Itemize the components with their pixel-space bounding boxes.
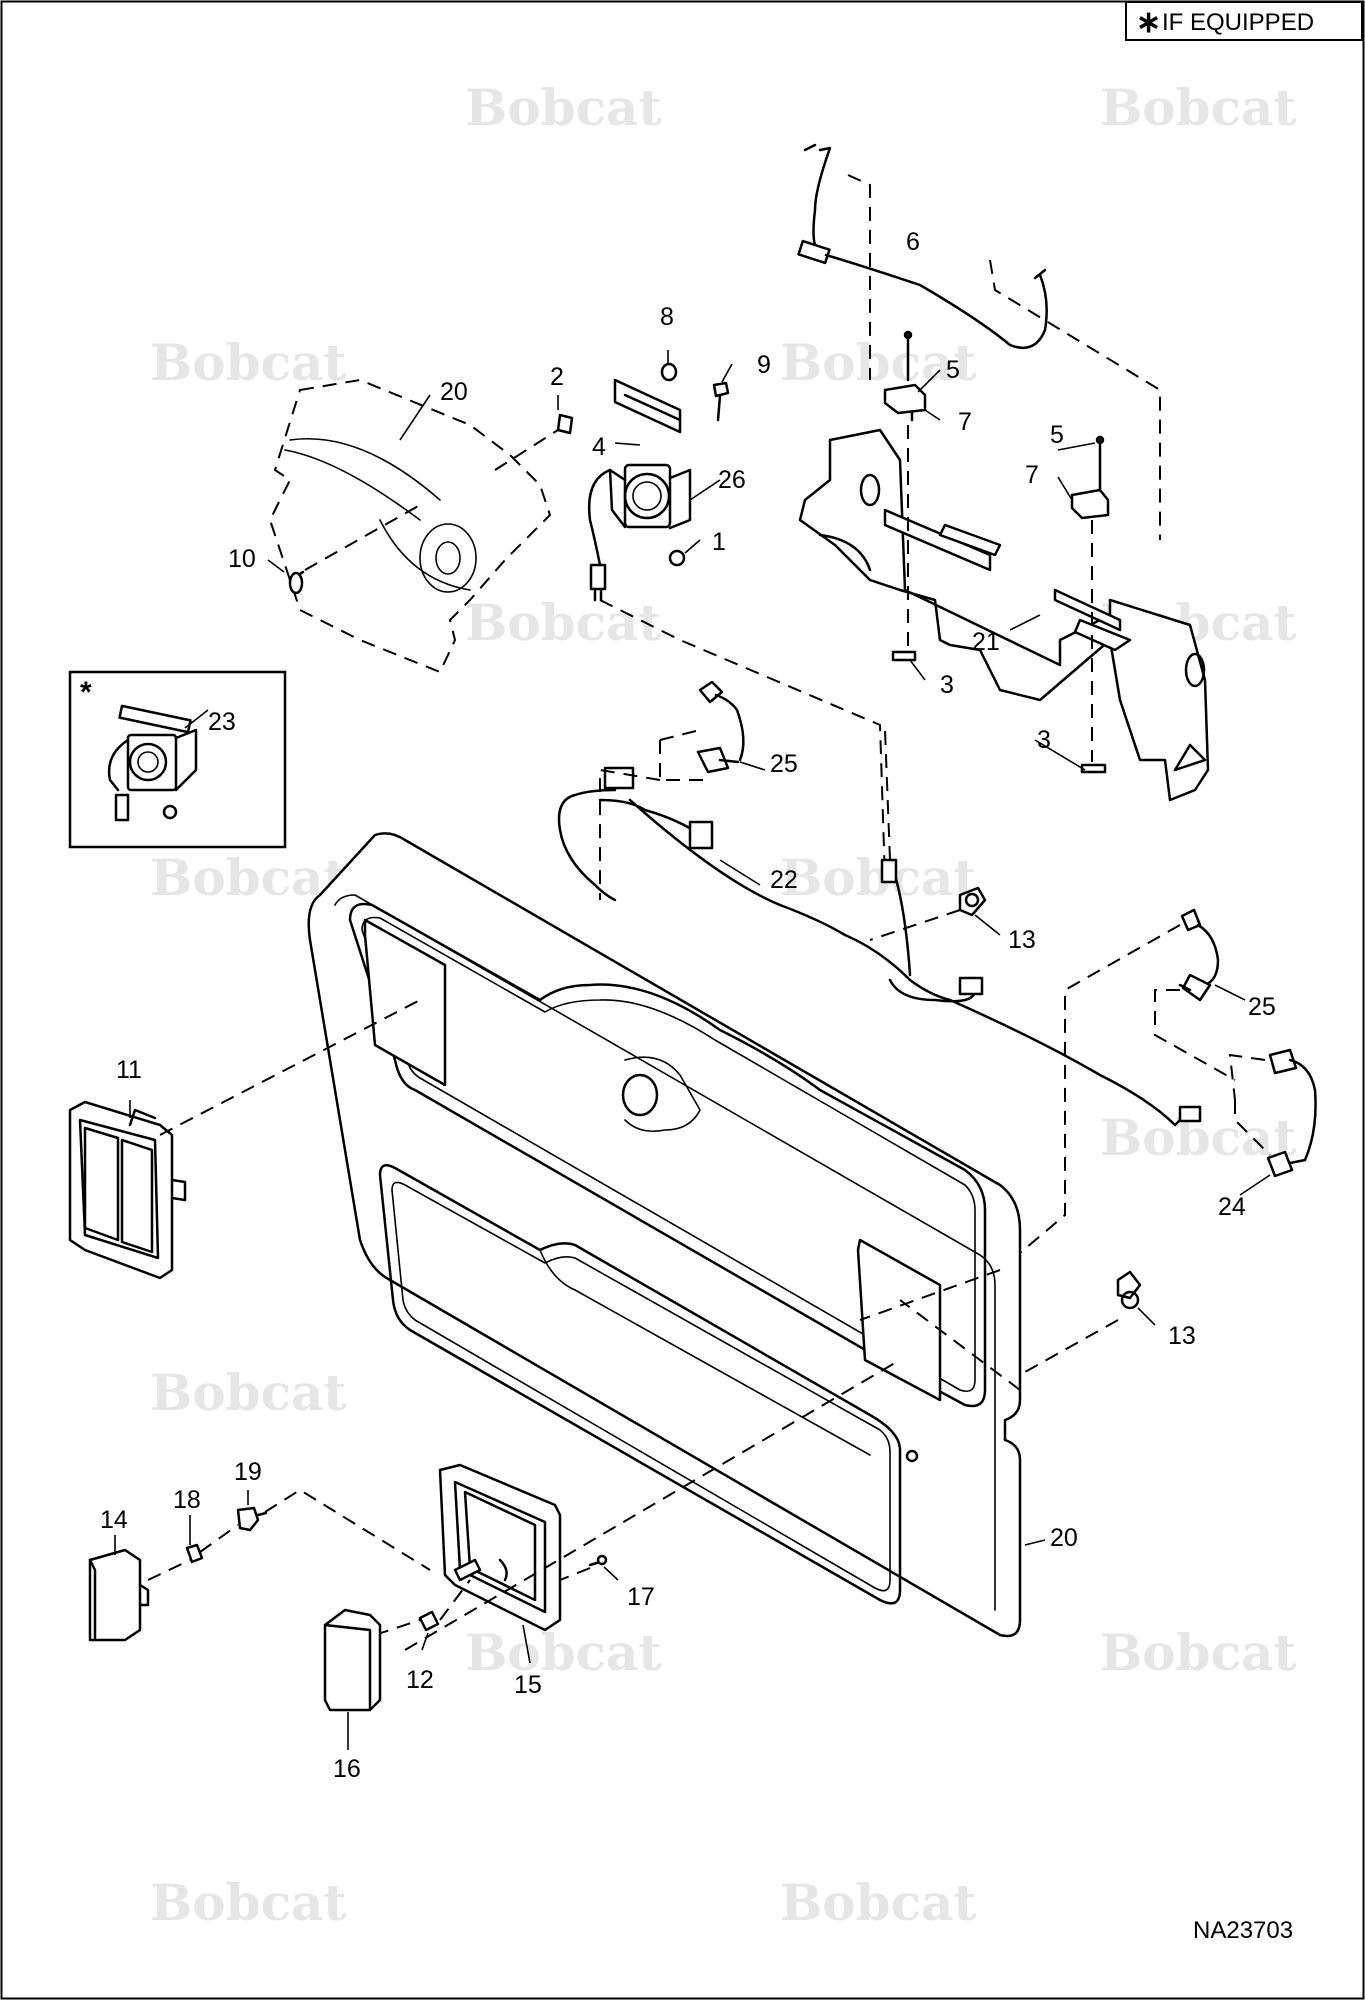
svg-text:Bobcat: Bobcat — [780, 1873, 977, 1932]
callout-25-right: 25 — [1248, 993, 1276, 1021]
callout-14: 14 — [100, 1506, 128, 1534]
watermark: Bobcat — [150, 333, 347, 392]
bracket-21 — [798, 428, 1210, 802]
if-equipped-legend: ∗ IF EQUIPPED — [1125, 1, 1363, 41]
pin-5-upper — [903, 330, 913, 382]
bulb-18 — [185, 1543, 204, 1564]
callout-3-lower: 3 — [1037, 726, 1051, 754]
svg-text:Bobcat: Bobcat — [465, 78, 662, 137]
watermark: Bobcat — [780, 333, 977, 392]
svg-text:Bobcat: Bobcat — [780, 848, 977, 907]
callout-labels: 8 2 9 4 26 1 20 10 6 5 7 5 7 21 3 3 23 2… — [100, 228, 1276, 1783]
clip-3-upper — [891, 650, 917, 662]
grommet-13-lower — [1116, 1270, 1142, 1310]
harness-24 — [1266, 1048, 1317, 1178]
legend-asterisk: ∗ — [1136, 6, 1161, 39]
callout-8: 8 — [660, 303, 674, 331]
svg-text:Bobcat: Bobcat — [150, 333, 347, 392]
callout-7-lower: 7 — [1025, 461, 1039, 489]
callout-5-lower: 5 — [1050, 421, 1064, 449]
legend-label: IF EQUIPPED — [1162, 9, 1314, 36]
callout-15: 15 — [514, 1671, 542, 1699]
nut-1 — [668, 549, 686, 567]
bulb-12 — [418, 1610, 440, 1632]
svg-text:Bobcat: Bobcat — [780, 333, 977, 392]
figure-id: NA23703 — [1193, 1917, 1293, 1944]
watermark-layer: Bobcat Bobcat Bobcat Bobcat Bobcat Bobca… — [150, 78, 1297, 1932]
callout-20-lower: 20 — [1050, 1524, 1078, 1552]
callout-12: 12 — [406, 1666, 434, 1694]
callout-20-upper: 20 — [440, 378, 468, 406]
callout-22: 22 — [770, 866, 798, 894]
callout-21: 21 — [972, 628, 1000, 656]
watermark: Bobcat — [150, 1873, 347, 1932]
nut-2 — [556, 413, 574, 435]
optional-alarm-inset: * — [68, 670, 287, 849]
callout-23: 23 — [208, 708, 236, 736]
watermark: Bobcat — [1100, 78, 1297, 137]
mounting-bracket-4 — [613, 378, 682, 434]
leader-lines — [114, 350, 1271, 1750]
callout-18: 18 — [173, 1486, 201, 1514]
callout-13-upper: 13 — [1008, 926, 1036, 954]
callout-11: 11 — [116, 1056, 142, 1084]
callout-2: 2 — [550, 363, 564, 391]
callout-3-upper: 3 — [940, 671, 954, 699]
backup-alarm-23 — [107, 704, 198, 822]
nut-8 — [660, 362, 678, 382]
switch-housing-15 — [438, 1463, 562, 1632]
callout-19: 19 — [234, 1458, 262, 1486]
switch-11 — [68, 1100, 187, 1280]
svg-text:Bobcat: Bobcat — [150, 848, 347, 907]
pin-5-lower — [1095, 435, 1105, 492]
callout-6: 6 — [906, 228, 920, 256]
watermark: Bobcat — [1100, 1623, 1297, 1682]
door-panel-20 — [307, 832, 1022, 1638]
watermark: Bobcat — [150, 1363, 347, 1422]
svg-text:Bobcat: Bobcat — [150, 1873, 347, 1932]
callout-24: 24 — [1218, 1193, 1246, 1221]
callout-7-upper: 7 — [958, 408, 972, 436]
callout-25-upper: 25 — [770, 750, 798, 778]
switch-7-lower — [1070, 488, 1110, 520]
lens-14 — [88, 1548, 150, 1642]
callout-13-lower: 13 — [1168, 1322, 1196, 1350]
callout-16: 16 — [333, 1755, 361, 1783]
watermark: Bobcat — [465, 593, 662, 652]
svg-text:Bobcat: Bobcat — [1100, 1623, 1297, 1682]
svg-text:Bobcat: Bobcat — [1100, 78, 1297, 137]
svg-text:Bobcat: Bobcat — [465, 1623, 662, 1682]
grommet-13-upper — [958, 886, 987, 917]
harness-25-right — [1178, 908, 1220, 1002]
watermark: Bobcat — [465, 78, 662, 137]
callout-5-upper: 5 — [946, 356, 960, 384]
bolt-9 — [712, 381, 730, 422]
screw-17 — [588, 1554, 608, 1567]
watermark: Bobcat — [780, 848, 977, 907]
watermark: Bobcat — [465, 1623, 662, 1682]
callout-10: 10 — [228, 545, 256, 573]
lens-16 — [323, 1608, 382, 1712]
svg-text:Bobcat: Bobcat — [150, 1363, 347, 1422]
backup-alarm-26 — [587, 463, 692, 602]
svg-text:Bobcat: Bobcat — [465, 593, 662, 652]
harness-25-upper — [696, 680, 745, 774]
screw-10 — [288, 570, 305, 595]
inset-asterisk: * — [80, 676, 92, 709]
trim-panel-upper — [268, 378, 552, 674]
watermark: Bobcat — [150, 848, 347, 907]
callout-9: 9 — [757, 351, 771, 379]
callout-4: 4 — [592, 433, 606, 461]
harness-6 — [797, 143, 1048, 350]
watermark: Bobcat — [780, 1873, 977, 1932]
callout-26: 26 — [718, 466, 746, 494]
clip-3-lower — [1080, 763, 1107, 774]
socket-19 — [236, 1506, 268, 1532]
callout-17: 17 — [627, 1583, 655, 1611]
callout-1: 1 — [712, 528, 726, 556]
